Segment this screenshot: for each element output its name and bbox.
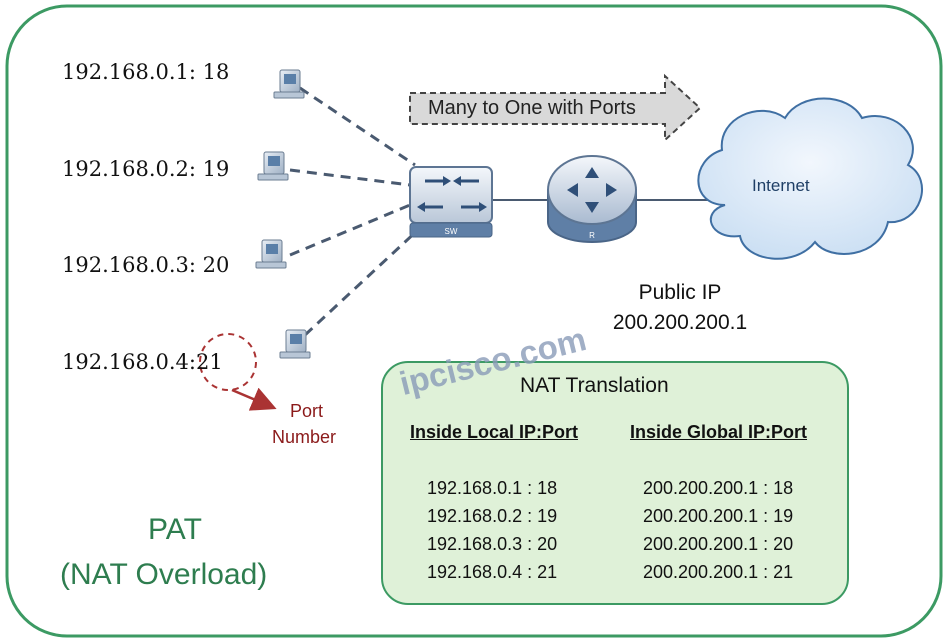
pc-icon	[257, 151, 289, 181]
nat-cell-local-4: 192.168.0.4 : 21	[427, 562, 558, 582]
nat-table-box	[381, 361, 849, 605]
nat-cell-global-4: 200.200.200.1 : 21	[643, 562, 794, 582]
pc-links	[289, 86, 422, 337]
public-ip-address: 200.200.200.1	[612, 311, 748, 334]
nat-cell-local-2: 192.168.0.2 : 19	[427, 506, 558, 526]
link-pc4-switch	[303, 226, 422, 337]
host-ip-4: 192.168.0.4:	[62, 350, 196, 374]
nat-col-header-local: Inside Local IP:Port	[410, 422, 579, 442]
port-highlight-circle	[199, 333, 257, 391]
nat-cell-local-3: 192.168.0.3 : 20	[427, 534, 558, 554]
host-label-3: 192.168.0.3: 20	[62, 253, 230, 277]
internet-label: Internet	[752, 176, 810, 195]
nat-col-header-global: Inside Global IP:Port	[630, 422, 808, 442]
host-label-2: 192.168.0.2: 19	[62, 157, 230, 181]
pc-icon	[279, 329, 311, 359]
nat-cell-local-1: 192.168.0.1 : 18	[427, 478, 558, 498]
public-ip-block: Public IP 200.200.200.1	[580, 278, 780, 338]
link-pc2-switch	[289, 168, 411, 187]
router-label: R	[589, 231, 595, 240]
host-label-4: 192.168.0.4:21	[62, 350, 223, 374]
port-annotation-line2: Number	[272, 427, 337, 447]
internet-cloud	[697, 97, 923, 260]
port-annotation-arrow	[231, 387, 277, 411]
nat-cell-global-2: 200.200.200.1 : 19	[643, 506, 794, 526]
host-port-4: 21	[196, 350, 223, 374]
banner-text: Many to One with Ports	[428, 97, 636, 119]
public-ip-title: Public IP	[638, 281, 722, 304]
pat-title: PAT	[148, 513, 202, 546]
nat-cell-global-1: 200.200.200.1 : 18	[643, 478, 794, 498]
link-pc3-switch	[289, 203, 411, 257]
nat-cell-global-3: 200.200.200.1 : 20	[643, 534, 794, 554]
link-pc1-switch	[299, 86, 416, 167]
pc-icon	[255, 239, 287, 269]
router-icon	[547, 155, 637, 243]
port-annotation-line1: Port	[290, 401, 324, 421]
switch-label: SW	[445, 227, 458, 236]
pc-icon	[273, 69, 305, 99]
switch-icon	[409, 166, 493, 238]
pat-subtitle: (NAT Overload)	[60, 558, 268, 591]
nat-table-title: NAT Translation	[520, 374, 669, 397]
banner-arrow-shape	[409, 73, 702, 143]
host-label-1: 192.168.0.1: 18	[62, 60, 230, 84]
